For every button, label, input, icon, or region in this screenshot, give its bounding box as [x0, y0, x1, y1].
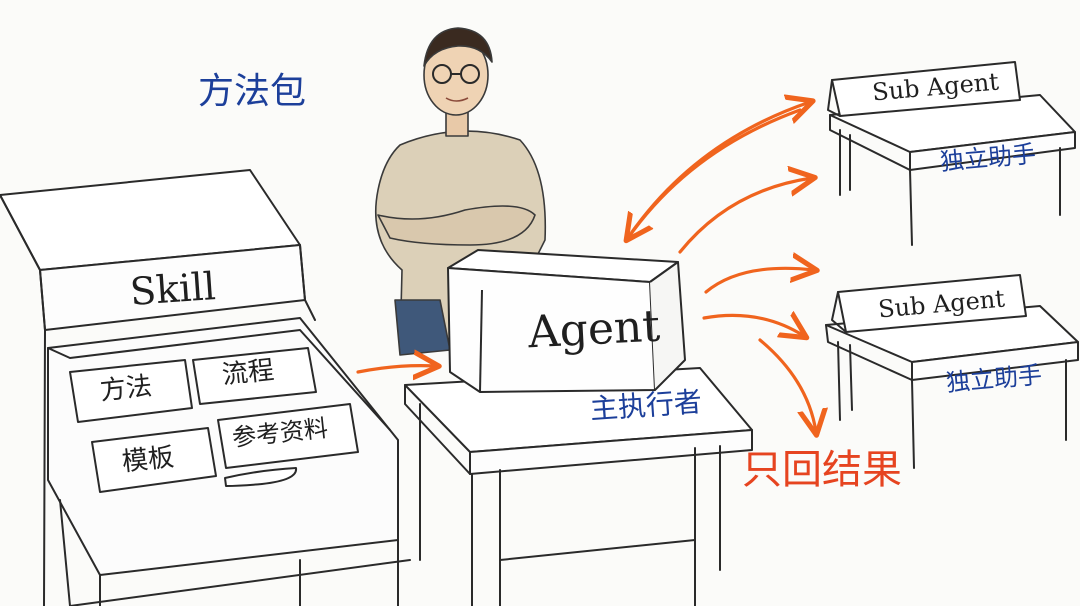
agent-caption: 主执行者 [588, 385, 703, 426]
skill-card-method: 方法 [98, 371, 154, 407]
flow-arrows [356, 102, 816, 432]
sub-agent-table-2 [825, 274, 1079, 469]
card-4 [217, 403, 359, 469]
skill-card-process: 流程 [220, 355, 276, 391]
result-label: 只回结果 [742, 447, 902, 493]
card-3 [91, 427, 217, 493]
arrow-to-result [758, 338, 816, 432]
title-label: 方法包 [198, 71, 307, 112]
agent-label: Agent [526, 300, 662, 359]
card-2 [192, 347, 317, 405]
agent-box [447, 249, 686, 393]
arrow-sub1-to-agent [628, 108, 802, 238]
arrow-agent-to-sub2-b [702, 315, 804, 336]
skill-cards [69, 347, 359, 493]
arrow-agent-to-sub1-b [678, 178, 812, 254]
arrow-agent-to-sub2 [704, 268, 814, 294]
arrow-skill-to-agent [356, 366, 436, 372]
skill-label: Skill [128, 264, 217, 314]
sub-agent-table-1 [827, 61, 1076, 246]
skill-card-template: 模板 [120, 442, 176, 478]
card-1 [69, 359, 193, 423]
